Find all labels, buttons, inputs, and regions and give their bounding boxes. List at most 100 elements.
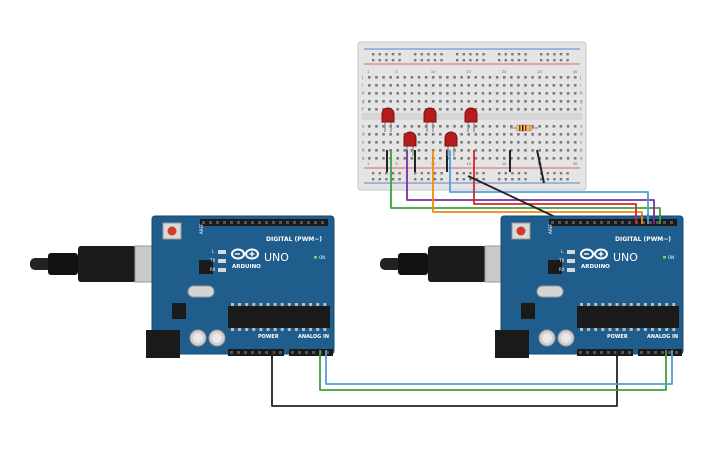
- led-tx-label: TX: [558, 258, 564, 263]
- row-letter: d: [580, 132, 583, 137]
- logo-text: ARDUINO: [232, 264, 261, 270]
- arduino-left[interactable]: AREF DIGITAL (PWM~) L TX RX ARDUINO UNO …: [30, 215, 335, 358]
- row-letter: i: [580, 83, 581, 88]
- voltage-regulator: [521, 303, 535, 319]
- power-label: POWER: [258, 334, 279, 340]
- analog-label: ANALOG IN: [647, 334, 678, 340]
- arduino-logo-icon: [580, 248, 608, 260]
- aref-label: AREF: [548, 223, 553, 234]
- column-number: 5: [395, 70, 397, 74]
- analog-header: [289, 349, 333, 356]
- column-number: 15: [466, 70, 471, 74]
- crystal: [187, 285, 215, 298]
- power-header: [228, 349, 284, 356]
- wire-ends: [271, 216, 673, 358]
- usb-cable: [30, 258, 52, 270]
- top-rail-holes: [372, 53, 569, 62]
- arduino-logo-icon: [231, 248, 259, 260]
- digital-header: [200, 219, 328, 226]
- power-header-pins: [230, 351, 282, 354]
- column-number: 15: [466, 162, 471, 166]
- resistor[interactable]: [510, 124, 538, 132]
- row-letter: c: [580, 140, 582, 145]
- led-tx-label: TX: [209, 258, 215, 263]
- column-number: 25: [537, 70, 542, 74]
- column-number: 30: [573, 162, 578, 166]
- small-chip: [199, 260, 213, 274]
- row-letter: g: [580, 99, 583, 104]
- led-rx-label: RX: [210, 267, 216, 272]
- row-letter: f: [362, 107, 364, 112]
- wire-green-bottom: [319, 354, 667, 391]
- led-4[interactable]: [403, 131, 417, 156]
- model-label: UNO: [613, 251, 638, 264]
- digital-label: DIGITAL (PWM~): [615, 236, 671, 243]
- power-jack: [146, 330, 180, 358]
- row-letter: h: [362, 91, 365, 96]
- digital-header: [549, 219, 677, 226]
- voltage-regulator: [172, 303, 186, 319]
- chip-pins-bottom: [231, 328, 327, 331]
- wire-green-top: [390, 150, 661, 222]
- led-2[interactable]: [423, 107, 437, 132]
- wire-blue-top: [449, 150, 649, 222]
- row-letter: g: [362, 99, 365, 104]
- row-letter: j: [361, 75, 363, 80]
- row-letter: e: [362, 124, 365, 129]
- row-letter: i: [362, 83, 363, 88]
- row-letter: b: [580, 148, 583, 153]
- row-letter: f: [580, 107, 582, 112]
- microcontroller-chip: [228, 306, 330, 328]
- analog-header-pins: [640, 351, 678, 354]
- row-letter: h: [580, 91, 583, 96]
- chip-pins-bottom: [580, 328, 676, 331]
- power-header-pins: [579, 351, 631, 354]
- breadboard-jumpers: [386, 149, 545, 184]
- row-letter: a: [580, 156, 583, 161]
- analog-header: [638, 349, 682, 356]
- crystal: [536, 285, 564, 298]
- small-chip: [548, 260, 562, 274]
- on-label: ON: [319, 255, 325, 260]
- wire-purple-top: [406, 150, 655, 222]
- column-number: 5: [395, 162, 397, 166]
- model-label: UNO: [264, 251, 289, 264]
- column-number: 10: [431, 70, 436, 74]
- led-1[interactable]: [381, 107, 395, 132]
- digital-header-pins: [551, 221, 673, 224]
- power-label: POWER: [607, 334, 628, 340]
- column-number: 20: [502, 70, 507, 74]
- row-letter: b: [362, 148, 365, 153]
- wire-blue-bottom: [325, 354, 673, 385]
- led-l-label: L: [561, 249, 564, 254]
- column-number: 20: [502, 162, 507, 166]
- row-letter: e: [580, 124, 583, 129]
- led-rx-label: RX: [559, 267, 565, 272]
- arduino-right[interactable]: AREF DIGITAL (PWM~) L TX RX ARDUINO UNO …: [380, 215, 684, 358]
- on-led: [314, 256, 317, 259]
- wire-black-gnd-top: [467, 175, 567, 223]
- led-3[interactable]: [464, 107, 478, 132]
- column-number: 30: [573, 70, 578, 74]
- wire-black-bottom: [271, 354, 618, 407]
- on-led: [663, 256, 666, 259]
- usb-cable: [380, 258, 402, 270]
- column-number: 1: [367, 70, 369, 74]
- row-letter: d: [362, 132, 365, 137]
- chip-pins-top: [580, 303, 676, 306]
- wires: [271, 150, 673, 407]
- digital-label: DIGITAL (PWM~): [266, 236, 322, 243]
- chip-pins-top: [231, 303, 327, 306]
- digital-header-pins: [202, 221, 324, 224]
- led-l-label: L: [212, 249, 215, 254]
- analog-label: ANALOG IN: [298, 334, 329, 340]
- row-letter: j: [579, 75, 581, 80]
- microcontroller-chip: [577, 306, 679, 328]
- wire-red-top: [473, 150, 637, 222]
- led-5[interactable]: [444, 131, 458, 156]
- aref-label: AREF: [199, 223, 204, 234]
- row-letter: c: [362, 140, 364, 145]
- column-number: 1: [367, 162, 369, 166]
- on-label: ON: [668, 255, 674, 260]
